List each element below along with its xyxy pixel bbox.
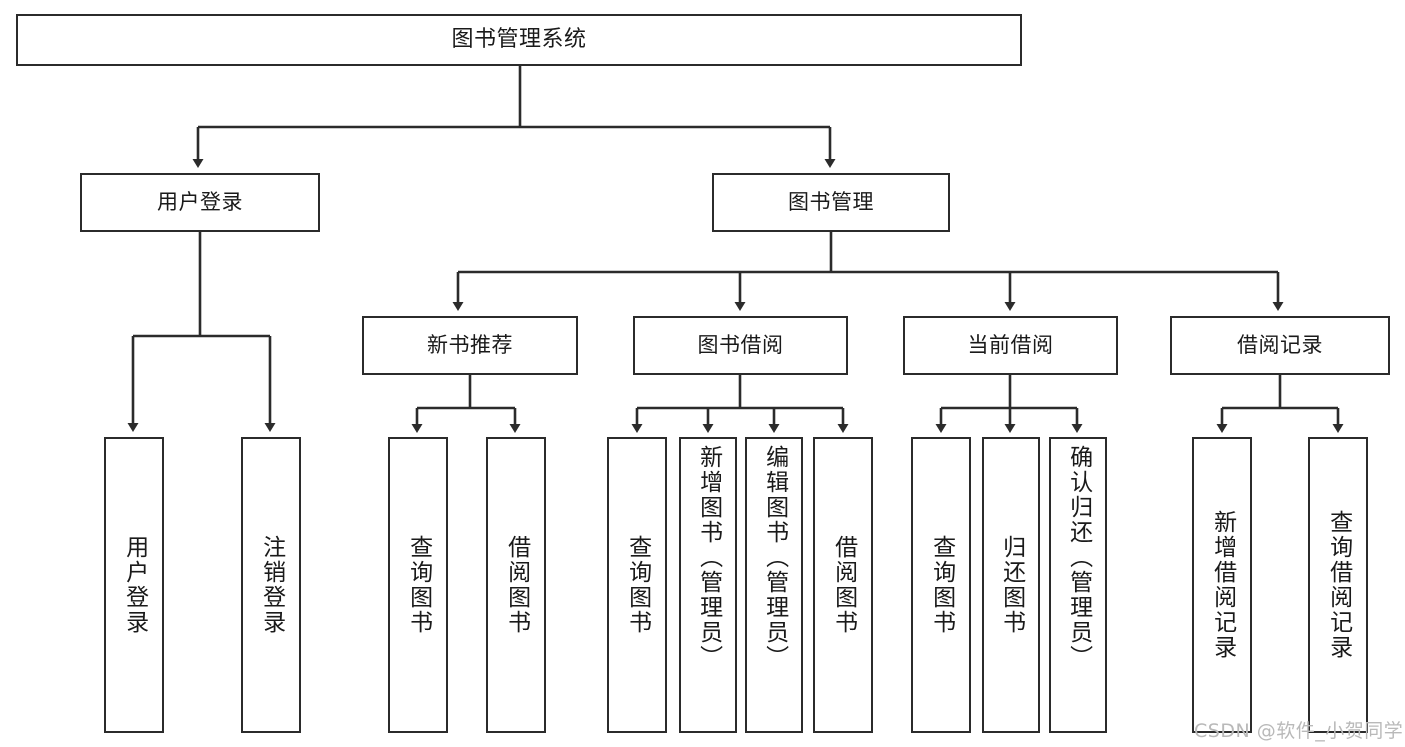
leaf-query-borrow-record[interactable]: 查询借阅记录 bbox=[1308, 437, 1368, 733]
leaf-user-login-label: 用户登录 bbox=[121, 535, 148, 635]
leaf-add-borrow-record[interactable]: 新增借阅记录 bbox=[1192, 437, 1252, 733]
node-user-login[interactable]: 用户登录 bbox=[80, 173, 320, 232]
leaf-query-borrow-record-label: 查询借阅记录 bbox=[1325, 510, 1352, 660]
node-root[interactable]: 图书管理系统 bbox=[16, 14, 1022, 66]
leaf-logout-login[interactable]: 注销登录 bbox=[241, 437, 301, 733]
node-book-borrow-label: 图书借阅 bbox=[697, 333, 784, 358]
leaf-confirm-return-admin-label: 确认归还（管理员） bbox=[1065, 445, 1092, 670]
node-current-borrow[interactable]: 当前借阅 bbox=[903, 316, 1118, 375]
node-current-borrow-label: 当前借阅 bbox=[967, 333, 1054, 358]
watermark: CSDN @软件_小贺同学 bbox=[1194, 720, 1404, 742]
leaf-query-book-borrow-label: 查询图书 bbox=[624, 535, 651, 635]
node-user-login-label: 用户登录 bbox=[157, 190, 243, 215]
node-book-management[interactable]: 图书管理 bbox=[712, 173, 950, 232]
leaf-borrow-book-borrow-label: 借阅图书 bbox=[830, 535, 857, 635]
node-new-book-recommend-label: 新书推荐 bbox=[427, 333, 513, 358]
leaf-edit-book-admin-label: 编辑图书（管理员） bbox=[761, 445, 788, 670]
leaf-query-book-recommend[interactable]: 查询图书 bbox=[388, 437, 448, 733]
leaf-borrow-book-recommend-label: 借阅图书 bbox=[503, 535, 530, 635]
leaf-add-book-admin[interactable]: 新增图书（管理员） bbox=[679, 437, 737, 733]
leaf-borrow-book-recommend[interactable]: 借阅图书 bbox=[486, 437, 546, 733]
leaf-add-borrow-record-label: 新增借阅记录 bbox=[1209, 510, 1236, 660]
leaf-query-book-current-label: 查询图书 bbox=[928, 535, 955, 635]
leaf-user-login[interactable]: 用户登录 bbox=[104, 437, 164, 733]
leaf-confirm-return-admin[interactable]: 确认归还（管理员） bbox=[1049, 437, 1107, 733]
leaf-edit-book-admin[interactable]: 编辑图书（管理员） bbox=[745, 437, 803, 733]
leaf-return-book-label: 归还图书 bbox=[998, 535, 1025, 635]
node-book-borrow[interactable]: 图书借阅 bbox=[633, 316, 848, 375]
leaf-add-book-admin-label: 新增图书（管理员） bbox=[695, 445, 722, 670]
leaf-query-book-borrow[interactable]: 查询图书 bbox=[607, 437, 667, 733]
node-new-book-recommend[interactable]: 新书推荐 bbox=[362, 316, 578, 375]
leaf-borrow-book-borrow[interactable]: 借阅图书 bbox=[813, 437, 873, 733]
leaf-return-book[interactable]: 归还图书 bbox=[982, 437, 1040, 733]
leaf-query-book-recommend-label: 查询图书 bbox=[405, 535, 432, 635]
node-borrow-record-label: 借阅记录 bbox=[1237, 333, 1323, 358]
node-root-label: 图书管理系统 bbox=[451, 27, 587, 53]
node-borrow-record[interactable]: 借阅记录 bbox=[1170, 316, 1390, 375]
leaf-query-book-current[interactable]: 查询图书 bbox=[911, 437, 971, 733]
node-book-management-label: 图书管理 bbox=[788, 190, 874, 215]
leaf-logout-login-label: 注销登录 bbox=[258, 535, 285, 635]
